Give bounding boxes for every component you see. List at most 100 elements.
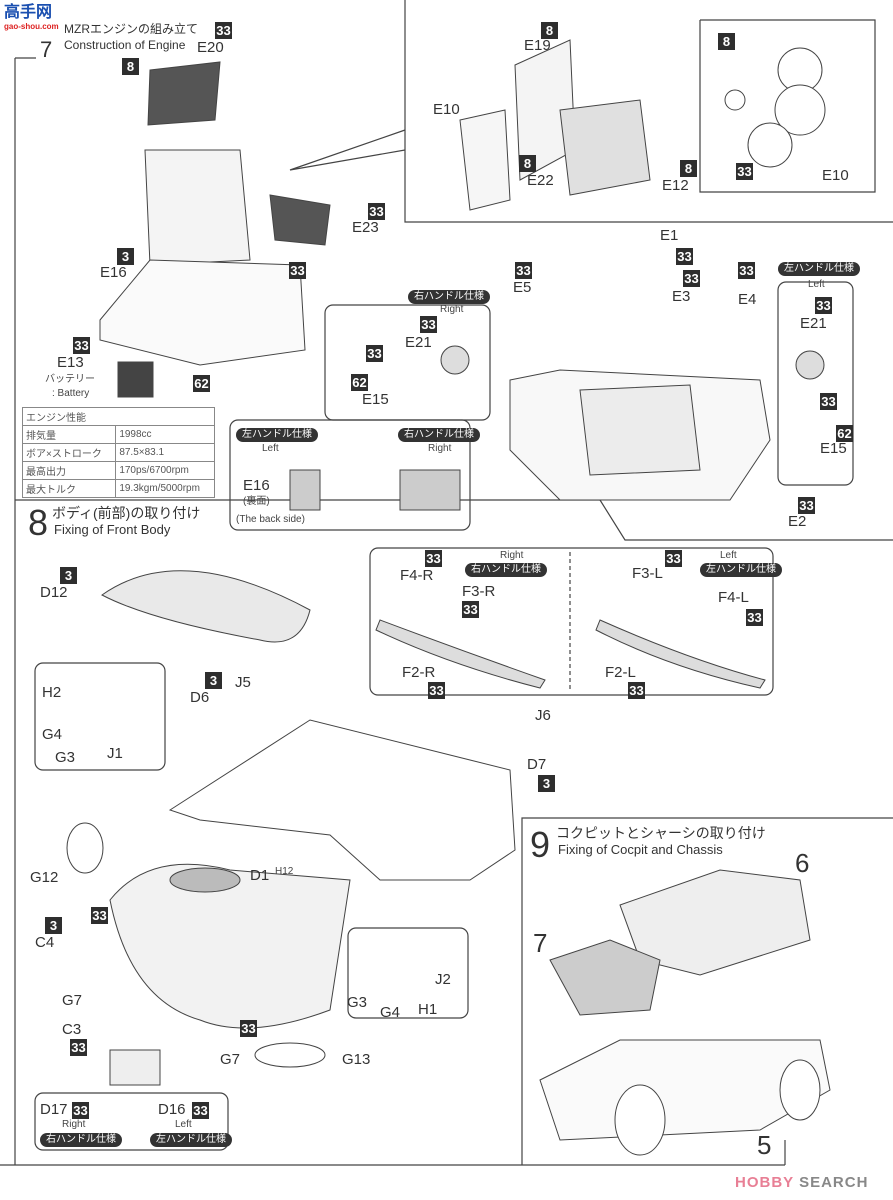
paint-color-badge: 33	[738, 262, 755, 279]
part-label: J1	[107, 745, 123, 762]
part-label: E15	[820, 440, 847, 457]
spec-label: 排気量	[21, 425, 117, 444]
part-label: D17	[40, 1101, 68, 1118]
part-label: E23	[352, 219, 379, 236]
paint-color-badge: 33	[676, 248, 693, 265]
step-8-number: 8	[28, 502, 49, 543]
part-label: E5	[513, 279, 532, 296]
part-label: G4	[380, 1004, 401, 1021]
part-label: E12	[662, 177, 689, 194]
part-label: D12	[40, 584, 68, 601]
paint-color-badge: 33	[815, 297, 832, 314]
paint-color-badge: 33	[366, 345, 383, 362]
spec-label: 最高出力	[21, 461, 117, 480]
paint-color-badge: 8	[680, 160, 697, 177]
paint-color-badge: 3	[60, 567, 77, 584]
paint-color-badge: 8	[718, 33, 735, 50]
paint-color-badge: 3	[205, 672, 222, 689]
step-7-title-en: Construction of Engine	[64, 38, 186, 52]
paint-color-badge: 33	[665, 550, 682, 567]
part-label: E10	[433, 101, 460, 118]
subassembly-number: 6	[795, 848, 810, 878]
part-label: H12	[275, 866, 294, 877]
paint-color-badge: 3	[117, 248, 134, 265]
paint-color-badge: 8	[519, 155, 536, 172]
paint-color-badge: 33	[289, 262, 306, 279]
paint-color-badge: 8	[541, 22, 558, 39]
spec-value: 87.5×83.1	[115, 443, 215, 462]
paint-color-badge: 3	[538, 775, 555, 792]
spec-value: 1998cc	[115, 425, 215, 444]
paint-color-badge: 33	[820, 393, 837, 410]
spec-label: 最大トルク	[21, 479, 117, 498]
paint-color-badge: 33	[215, 22, 232, 39]
part-label: C4	[35, 934, 55, 951]
part-label: E15	[362, 391, 389, 408]
part-label: E21	[800, 315, 827, 332]
part-label: Right	[428, 443, 452, 454]
part-label: E2	[788, 513, 807, 530]
part-label: E1	[660, 227, 679, 244]
paint-color-badge: 33	[192, 1102, 209, 1119]
handle-spec-tag: 左ハンドル仕様	[778, 262, 860, 276]
paint-color-badge: 33	[73, 337, 90, 354]
handle-spec-tag: 左ハンドル仕様	[700, 563, 782, 577]
handle-spec-tag: 右ハンドル仕様	[408, 290, 490, 304]
paint-color-badge: 33	[425, 550, 442, 567]
paint-color-badge: 33	[72, 1102, 89, 1119]
spec-value: 19.3kgm/5000rpm	[115, 479, 215, 498]
paint-color-badge: 33	[428, 682, 445, 699]
part-label: Left	[262, 443, 279, 454]
part-label: D6	[190, 689, 210, 706]
paint-color-badge: 33	[628, 682, 645, 699]
paint-color-badge: 8	[122, 58, 139, 75]
part-label: Right	[440, 304, 464, 315]
paint-color-badge: 62	[351, 374, 368, 391]
spec-label: ボア×ストローク	[21, 443, 117, 462]
part-label: Right	[500, 550, 524, 561]
part-label: F3-R	[462, 583, 496, 600]
part-label: F2-L	[605, 664, 636, 681]
part-label: C3	[62, 1021, 82, 1038]
part-label: G7	[62, 992, 83, 1009]
part-label: E13	[57, 354, 84, 371]
part-label: F4-L	[718, 589, 749, 606]
paint-color-badge: 33	[515, 262, 532, 279]
handle-spec-tag: 右ハンドル仕様	[398, 428, 480, 442]
part-label: G12	[30, 869, 59, 886]
paint-color-badge: 33	[798, 497, 815, 514]
paint-color-badge: 33	[746, 609, 763, 626]
part-label: J2	[435, 971, 451, 988]
step-9-number: 9	[530, 824, 551, 865]
part-label: E21	[405, 334, 432, 351]
part-label: F3-L	[632, 565, 663, 582]
subassembly-number: 5	[757, 1130, 772, 1160]
paint-color-badge: 3	[45, 917, 62, 934]
paint-color-badge: 33	[736, 163, 753, 180]
handle-spec-tag: 左ハンドル仕様	[236, 428, 318, 442]
handle-spec-tag: 左ハンドル仕様	[150, 1133, 232, 1147]
paint-color-badge: 62	[836, 425, 853, 442]
part-label: (The back side)	[236, 514, 305, 525]
paint-color-badge: 33	[368, 203, 385, 220]
part-label: E16	[100, 264, 127, 281]
part-label: E3	[672, 288, 691, 305]
subassembly-number: 7	[533, 928, 548, 958]
step-9-title-en: Fixing of Cocpit and Chassis	[558, 842, 723, 857]
part-label: G4	[42, 726, 63, 743]
part-label: D16	[158, 1101, 186, 1118]
paint-color-badge: 62	[193, 375, 210, 392]
part-label: E19	[524, 37, 551, 54]
part-label: D1	[250, 867, 270, 884]
paint-color-badge: 33	[420, 316, 437, 333]
paint-color-badge: 33	[70, 1039, 87, 1056]
part-label: G7	[220, 1051, 241, 1068]
paint-color-badge: 33	[240, 1020, 257, 1037]
part-label: : Battery	[52, 388, 90, 399]
step-9-title-jp: コクピットとシャーシの取り付け	[556, 825, 766, 841]
part-label: (裏面)	[243, 496, 270, 507]
part-label: Left	[175, 1119, 192, 1130]
